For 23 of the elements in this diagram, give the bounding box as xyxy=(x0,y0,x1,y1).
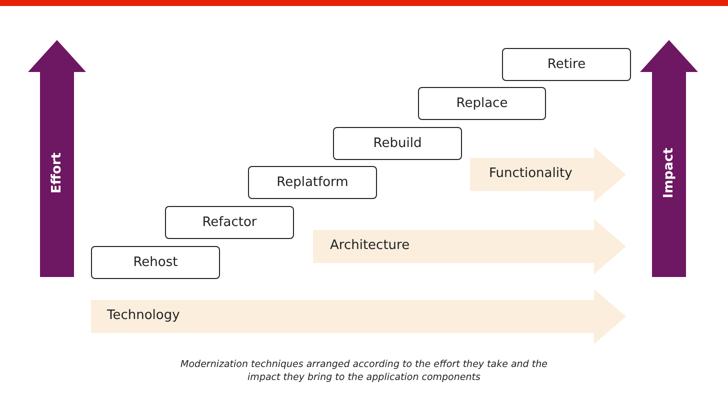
technique-label: Replatform xyxy=(276,175,348,190)
technique-box xyxy=(418,87,546,120)
caption: Modernization techniques arranged according to the effort they take and the impact they bring to the application components xyxy=(180,358,548,384)
technique-box xyxy=(333,127,462,160)
technique-label: Refactor xyxy=(202,215,257,230)
technique-label: Retire xyxy=(547,57,586,72)
arrow-label: Functionality xyxy=(489,166,572,180)
technique-box xyxy=(248,166,377,199)
architecture-banner xyxy=(313,219,626,274)
arrow-label: Effort xyxy=(50,152,64,194)
arrow-label: Architecture xyxy=(330,238,410,252)
technology-banner xyxy=(91,289,626,344)
technique-box xyxy=(91,246,220,279)
technique-box xyxy=(502,48,631,81)
technique-label: Rehost xyxy=(133,255,178,270)
technique-label: Replace xyxy=(456,96,508,111)
arrow-label: Technology xyxy=(107,308,180,322)
technique-box xyxy=(165,206,294,239)
arrow-label: Impact xyxy=(662,148,676,198)
technique-label: Rebuild xyxy=(373,136,422,151)
functionality-banner xyxy=(470,147,626,202)
effort-arrow xyxy=(28,40,86,277)
impact-arrow xyxy=(640,40,698,277)
